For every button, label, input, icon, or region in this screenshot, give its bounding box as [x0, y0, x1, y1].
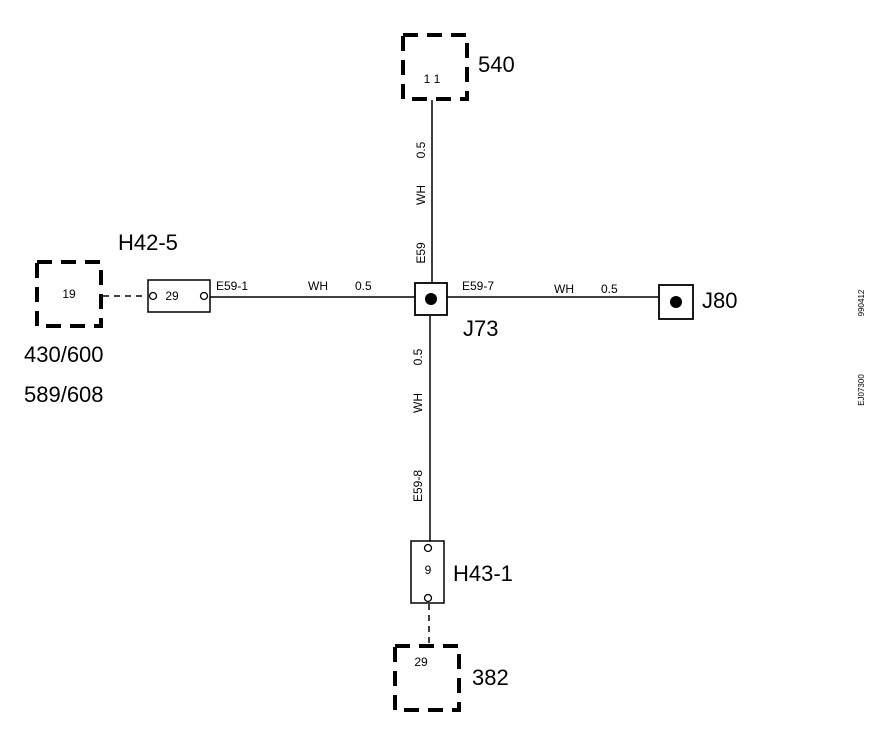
connector-h42-5-pin: 29 [165, 289, 179, 303]
connector-h43-1-pin: 9 [425, 563, 432, 577]
splice-j73-dot [425, 293, 437, 305]
splice-j80-dot [670, 296, 682, 308]
component-540-pin: 1 1 [424, 72, 441, 86]
wire-right-color: WH [554, 282, 574, 296]
wire-bottom-color: WH [411, 393, 425, 413]
margin-code-2: EJ07300 [857, 374, 866, 406]
left-ecu-ref-1: 430/600 [24, 342, 104, 367]
component-540-box [401, 33, 469, 101]
wire-bottom-id: E59-8 [411, 470, 425, 502]
left-ecu-box [35, 260, 103, 328]
margin-code-1: 990412 [857, 289, 866, 316]
connector-h43-1-pin-bottom [423, 593, 433, 603]
wire-right-size: 0.5 [601, 282, 618, 296]
connector-h43-1-pin-top [423, 543, 433, 553]
connector-h42-5 [147, 279, 211, 313]
wire-bottom-size: 0.5 [411, 348, 425, 365]
component-382-label: 382 [472, 665, 509, 690]
connector-h42-5-label: H42-5 [118, 230, 178, 255]
wire-top-color: WH [414, 185, 428, 205]
wire-right-id: E59-7 [462, 279, 494, 293]
wire-left-size: 0.5 [355, 279, 372, 293]
component-382-box [393, 644, 461, 712]
connector-h42-5-pin-right [199, 291, 209, 301]
wire-top-size: 0.5 [414, 141, 428, 158]
connector-h43-1-label: H43-1 [453, 561, 513, 586]
component-382-pin: 29 [414, 655, 428, 669]
connector-h42-5-pin-left [148, 291, 158, 301]
left-ecu-ref-2: 589/608 [24, 382, 104, 407]
wire-top-id: E59 [414, 242, 428, 264]
connector-h43-1 [410, 540, 445, 604]
component-540-label: 540 [478, 52, 515, 77]
left-ecu-pin: 19 [62, 287, 76, 301]
wire-left-id: E59-1 [216, 279, 248, 293]
splice-j73-label: J73 [463, 316, 498, 341]
splice-j80-label: J80 [702, 288, 737, 313]
wire-left-color: WH [308, 279, 328, 293]
